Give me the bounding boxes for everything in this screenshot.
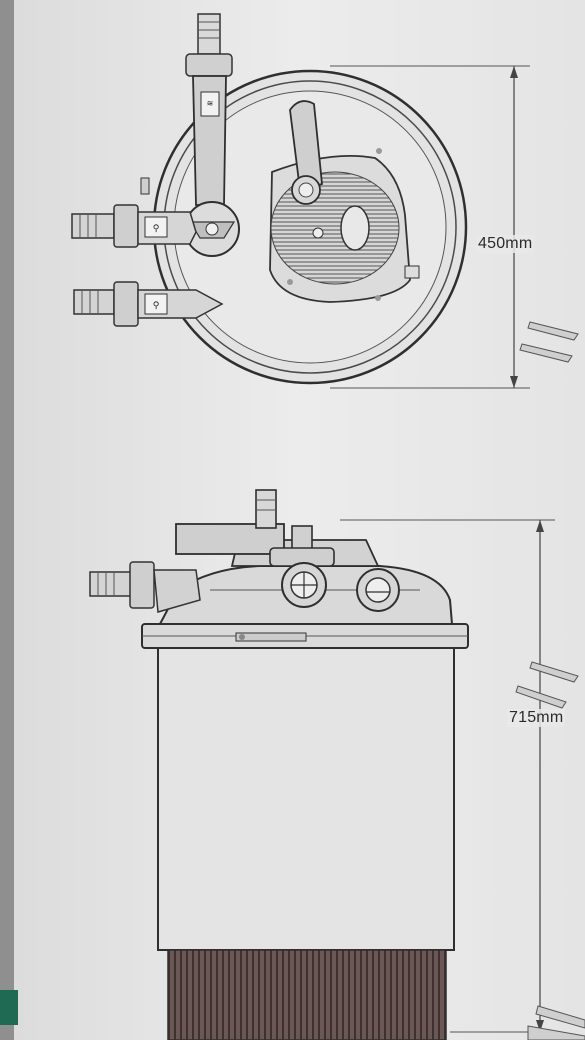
clamp (235, 632, 307, 642)
dimension-label-width: 450mm (476, 235, 535, 253)
svg-text:⚲: ⚲ (153, 301, 160, 311)
svg-text:≋: ≋ (207, 99, 214, 108)
side-pipe (89, 561, 201, 613)
paper-clips (515, 321, 585, 1040)
dimension-label-height: 715mm (507, 709, 566, 727)
outlet-icon (144, 216, 168, 238)
top-outlet-icon (200, 91, 220, 117)
side-view (89, 489, 555, 1040)
svg-text:⚲: ⚲ (153, 224, 160, 234)
side-handle (175, 523, 285, 555)
lever-handle (289, 100, 323, 192)
vent-grill (270, 171, 400, 285)
base-grill (167, 949, 447, 1040)
inlet-icon (144, 293, 168, 315)
green-corner-tab (0, 990, 18, 1025)
left-shadow-strip (0, 0, 18, 1040)
top-view: ≋ ⚲ ⚲ (71, 13, 530, 389)
filter-body (157, 647, 455, 951)
